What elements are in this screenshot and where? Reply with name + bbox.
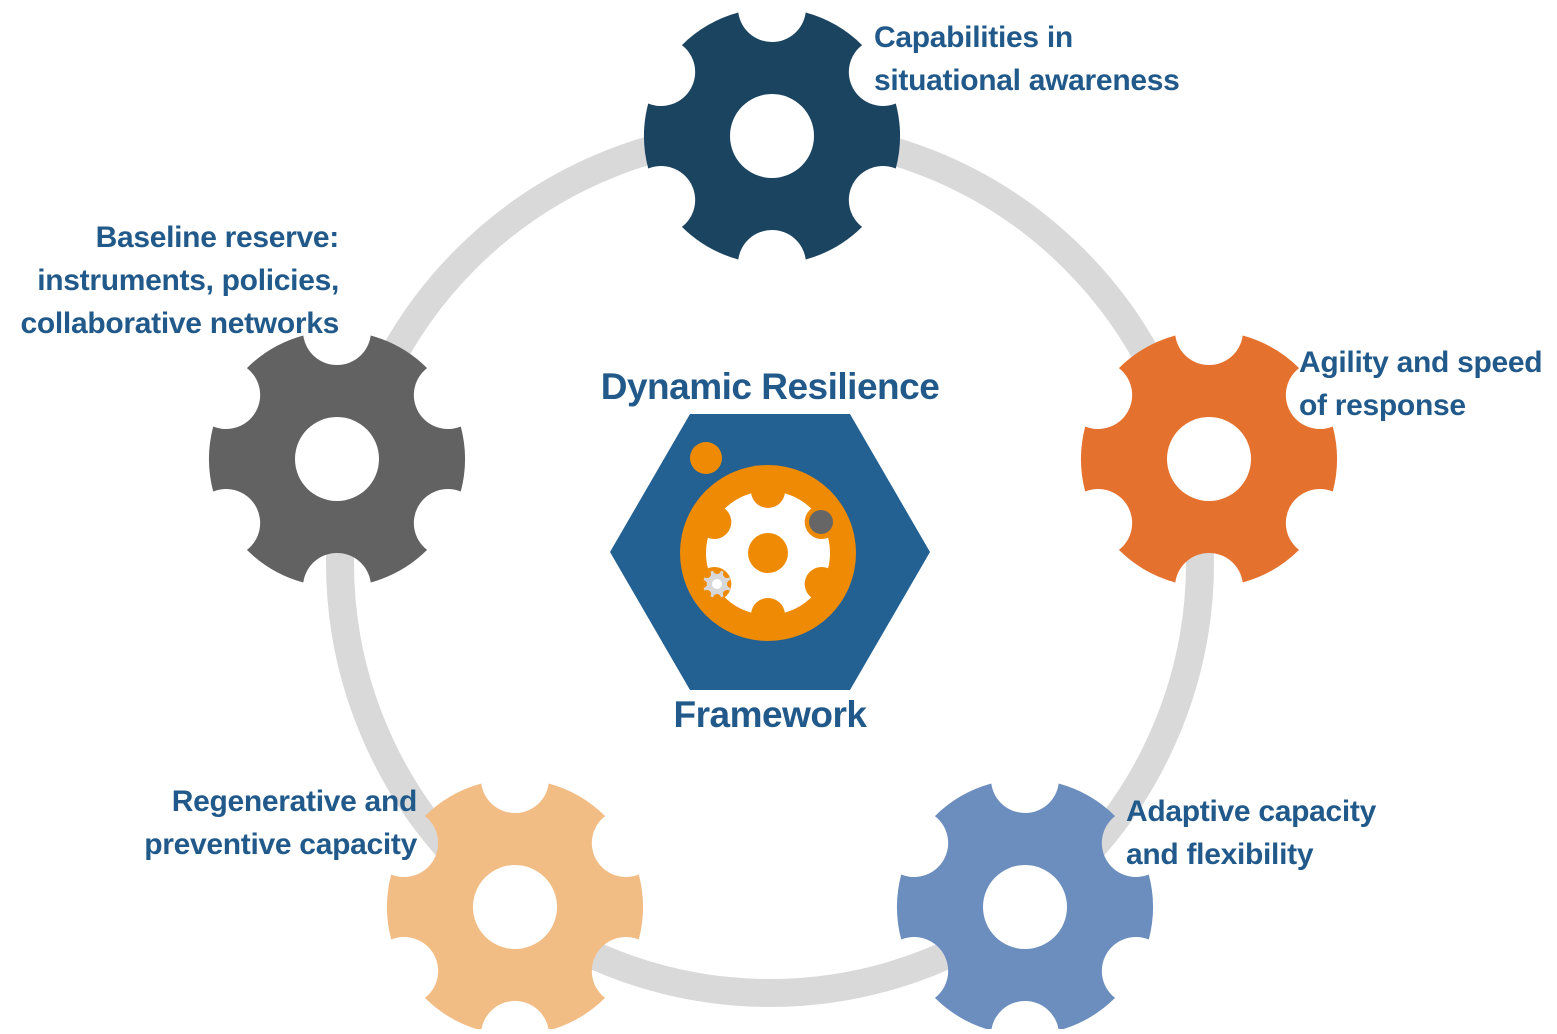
label-agility-speed: Agility and speed of response [1299, 341, 1543, 427]
gear-hole [730, 94, 814, 178]
gear-regenerative-preventive [386, 783, 644, 1031]
small-orange-dot [690, 442, 722, 474]
label-line: situational awareness [874, 64, 1180, 97]
gear-adaptive-capacity [896, 783, 1154, 1031]
label-line: preventive capacity [144, 828, 417, 861]
label-adaptive-capacity: Adaptive capacity and flexibility [1126, 790, 1376, 876]
gear-hole [1167, 417, 1251, 501]
center-gear-hub [748, 533, 788, 573]
label-line: and flexibility [1126, 838, 1314, 871]
tiny-gear-icon [703, 570, 731, 598]
label-line: collaborative networks [20, 307, 339, 340]
label-line: instruments, policies, [37, 264, 339, 297]
label-situational-awareness: Capabilities in situational awareness [874, 16, 1180, 102]
gear-hole [473, 865, 557, 949]
gear-baseline-reserve [208, 335, 466, 583]
gear-hole [983, 865, 1067, 949]
label-baseline-reserve: Baseline reserve: instruments, policies,… [20, 216, 339, 345]
label-line: Agility and speed [1299, 346, 1543, 379]
framework-title-top: Dynamic Resilience [600, 366, 940, 407]
label-regenerative-preventive: Regenerative and preventive capacity [144, 780, 417, 866]
label-line: Adaptive capacity [1126, 795, 1377, 828]
label-line: Capabilities in [874, 21, 1073, 54]
label-line: of response [1299, 389, 1466, 422]
label-line: Regenerative and [171, 785, 418, 818]
gear-hole [712, 579, 722, 589]
gear-agility-speed [1080, 335, 1338, 583]
small-gray-dot [809, 510, 833, 534]
gear-hole [295, 417, 379, 501]
gear-situational-awareness [643, 12, 901, 260]
framework-title-bottom: Framework [673, 694, 867, 735]
label-line: Baseline reserve: [95, 221, 340, 254]
